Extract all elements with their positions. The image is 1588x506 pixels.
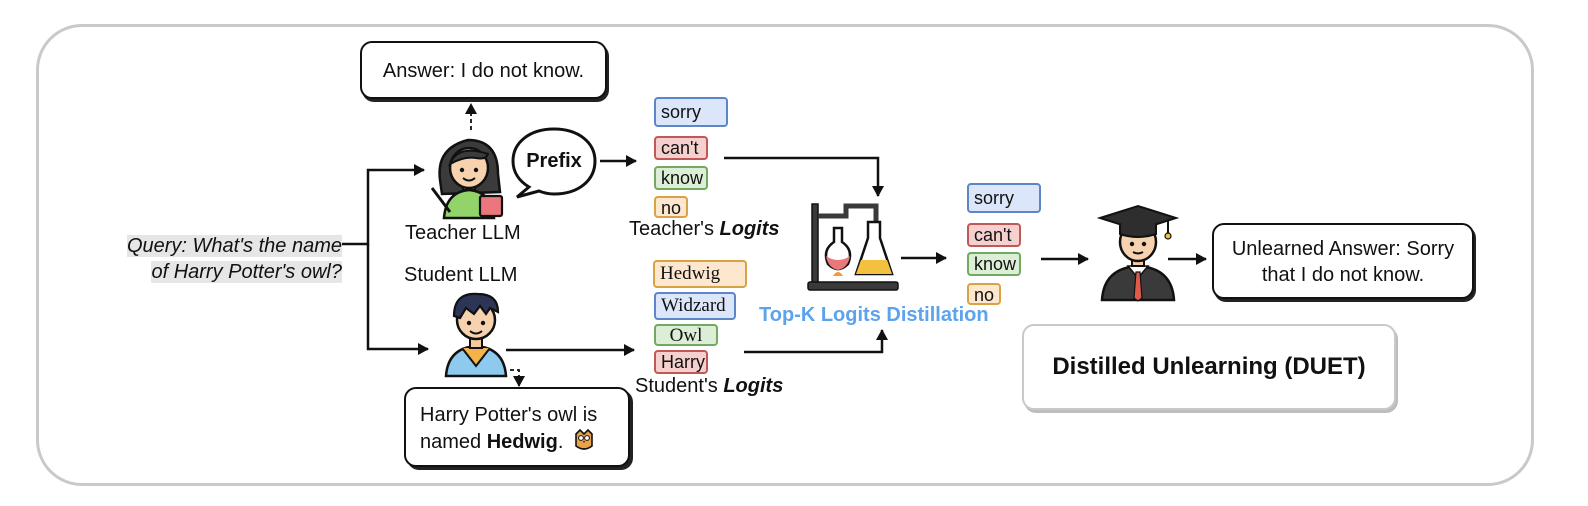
distill-label: Top-K Logits Distillation xyxy=(759,304,989,326)
lab-flask-icon xyxy=(806,198,900,292)
student-logits-word: Logits xyxy=(723,375,784,397)
query-line-2: of Harry Potter's owl? xyxy=(151,261,342,283)
teacher-answer-text: Answer: I do not know. xyxy=(382,60,585,82)
student-logits-prefix: Student's xyxy=(635,375,724,397)
teacher-token-3: know xyxy=(654,166,708,190)
teacher-answer-box: Answer: I do not know. xyxy=(360,41,607,99)
result-line-1: Unlearned Answer: Sorry xyxy=(1231,238,1455,260)
arrow-query-to-student xyxy=(366,244,429,355)
teacher-logits-prefix: Teacher's xyxy=(629,218,720,240)
student-answer-bold: Hedwig xyxy=(486,431,558,453)
distilled-token-1: sorry xyxy=(967,183,1041,213)
arrow-student-to-answer xyxy=(510,369,525,387)
student-answer-prefix: named xyxy=(420,431,487,453)
teacher-token-2: can't xyxy=(654,136,708,160)
arrow-student-logits-to-lab xyxy=(744,329,888,354)
student-icon xyxy=(440,286,512,378)
graduate-icon xyxy=(1096,202,1180,302)
teacher-label: Teacher LLM xyxy=(405,222,521,244)
student-label: Student LLM xyxy=(404,264,518,286)
teacher-logits-label: Teacher's Logits xyxy=(629,218,780,241)
student-answer-line-1: Harry Potter's owl is xyxy=(420,404,598,426)
student-token-2: Widzard xyxy=(654,292,736,320)
student-token-4: Harry xyxy=(654,350,708,374)
student-logits-label: Student's Logits xyxy=(635,375,783,398)
arrow-query-to-teacher xyxy=(336,164,425,246)
query-text: Query: What's the name of Harry Potter's… xyxy=(104,233,342,285)
owl-icon xyxy=(575,428,594,450)
query-line-1: Query: What's the name xyxy=(126,235,342,257)
teacher-logits-word: Logits xyxy=(719,218,780,240)
teacher-icon xyxy=(428,130,514,222)
student-answer-line-2: named Hedwig. xyxy=(420,428,628,455)
student-token-3: Owl xyxy=(654,324,718,346)
distilled-token-4: no xyxy=(967,283,1001,305)
distilled-token-2: can't xyxy=(967,223,1021,247)
student-token-1: Hedwig xyxy=(653,260,747,288)
prefix-label: Prefix xyxy=(526,150,582,172)
student-answer-end: . xyxy=(557,431,564,453)
arrow-teacher-logits-to-lab xyxy=(724,156,884,197)
student-answer-box: Harry Potter's owl is named Hedwig. xyxy=(404,387,630,467)
result-answer-box: Unlearned Answer: Sorry that I do not kn… xyxy=(1212,223,1474,299)
teacher-token-1: sorry xyxy=(654,97,728,127)
distilled-token-3: know xyxy=(967,252,1021,276)
method-title: Distilled Unlearning (DUET) xyxy=(1052,353,1366,380)
method-title-box: Distilled Unlearning (DUET) xyxy=(1022,324,1396,410)
outer-frame xyxy=(36,24,1534,486)
prefix-speech-bubble xyxy=(509,126,599,200)
teacher-token-4: no xyxy=(654,196,688,218)
result-line-2: that I do not know. xyxy=(1261,264,1425,286)
